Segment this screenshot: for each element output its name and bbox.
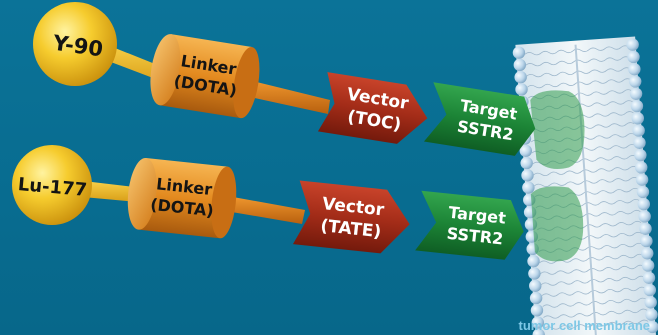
lipid-head <box>635 173 649 186</box>
lipid-head <box>643 283 657 297</box>
vector-arrow: Vector (TATE) <box>292 180 410 254</box>
tumor-cell-membrane <box>512 36 658 335</box>
connector-rod <box>220 195 305 224</box>
lipid-head <box>630 99 644 113</box>
isotope-sphere: Y-90 <box>33 2 117 86</box>
lipid-head <box>515 83 528 96</box>
lipid-head <box>639 222 652 235</box>
lipid-head <box>528 267 541 280</box>
lipid-head <box>633 136 646 150</box>
linker-cylinder: Linker (DOTA) <box>127 157 237 239</box>
vector-arrow: Vector (TOC) <box>317 72 428 144</box>
lipid-head <box>635 161 648 174</box>
lipid-head <box>527 255 540 268</box>
lipid-head <box>641 247 654 260</box>
lipid-head <box>522 181 535 194</box>
lipid-head <box>531 316 545 329</box>
lipid-head <box>626 38 639 51</box>
lipid-head <box>627 50 640 64</box>
receptor-protein-lower <box>530 186 584 262</box>
lipid-head <box>628 63 641 76</box>
lipid-head <box>529 291 543 305</box>
isotope-sphere: Lu-177 <box>12 145 92 225</box>
lipid-head <box>641 259 655 272</box>
construct-y90: Y-90 Linker (DOTA) Vector (TOC) Target S… <box>33 2 536 156</box>
lipid-head <box>646 320 658 334</box>
construct-lu177: Lu-177 Linker (DOTA) Vector (TATE) Targe… <box>12 145 524 260</box>
lipid-head <box>644 296 657 309</box>
lipid-head <box>519 144 533 158</box>
target-chevron: Target SSTR2 <box>415 190 524 260</box>
lipid-head <box>530 304 544 317</box>
lipid-head <box>631 112 645 125</box>
lipid-head <box>642 271 656 285</box>
lipid-head <box>513 58 527 72</box>
lipid-head <box>645 308 658 321</box>
receptor-protein-upper <box>530 90 585 170</box>
lipid-head <box>529 279 542 292</box>
lipid-head <box>512 46 526 59</box>
lipid-head <box>634 148 647 162</box>
lipid-head <box>636 185 650 199</box>
membrane-caption: tumor cell membrane <box>519 318 651 333</box>
target-chevron: Target SSTR2 <box>423 82 536 156</box>
lipid-head <box>629 87 643 100</box>
bilayer-midline <box>574 44 597 335</box>
lipid-head <box>632 124 645 137</box>
lipid-head <box>520 156 533 170</box>
lipid-head <box>640 234 653 248</box>
lipid-head <box>629 75 642 88</box>
lipid-head <box>637 198 651 211</box>
connector-rod <box>236 78 330 114</box>
lipid-head <box>514 70 527 84</box>
lipid-head <box>521 169 534 182</box>
linker-cylinder: Linker (DOTA) <box>150 34 260 119</box>
lipid-head <box>638 210 651 223</box>
